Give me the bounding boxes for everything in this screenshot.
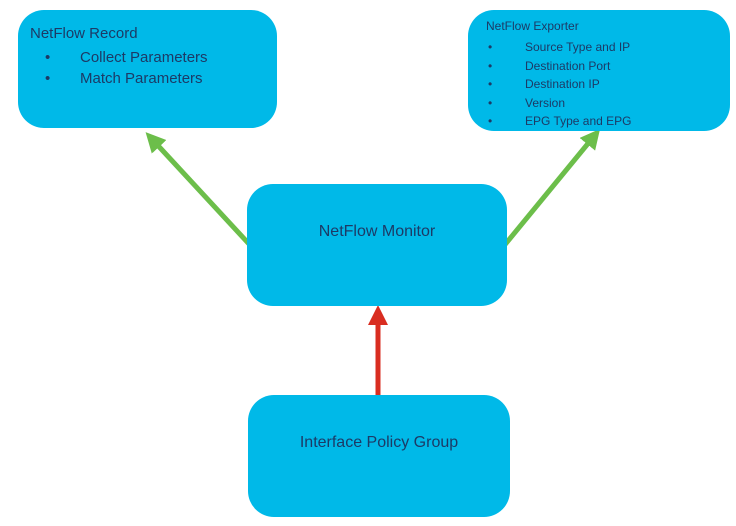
bullet-icon: • [488, 40, 493, 54]
list-item: • Version [486, 94, 724, 113]
netflow-monitor-label: NetFlow Monitor [318, 223, 436, 240]
list-item: • Source Type and IP [486, 38, 724, 57]
netflow-record-title: NetFlow Record [30, 25, 138, 42]
bullet-icon: • [488, 77, 493, 91]
arrow-monitor-to-exporter [492, 128, 601, 260]
interface-policy-group-label: Interface Policy Group [299, 434, 459, 451]
netflow-record-list: • Collect Parameters • Match Parameters [30, 47, 269, 89]
bullet-icon: • [488, 58, 493, 73]
bullet-icon: • [45, 49, 51, 66]
interface-policy-group-box: Interface Policy Group [248, 395, 510, 517]
bullet-icon: • [488, 95, 493, 110]
list-item-label: Source Type and IP [525, 40, 631, 54]
list-item: • Match Parameters [30, 68, 269, 89]
netflow-monitor-box: NetFlow Monitor [247, 184, 507, 306]
list-item: • EPG Type and EPG [486, 112, 724, 131]
arrow-monitor-to-record [145, 132, 264, 260]
netflow-exporter-list: • Source Type and IP • Destination Port … [486, 38, 724, 131]
list-item-label: Destination Port [525, 58, 611, 73]
bullet-icon: • [45, 70, 51, 87]
list-item-label: Destination IP [525, 77, 600, 91]
netflow-exporter-title: NetFlow Exporter [486, 19, 579, 33]
list-item-label: Match Parameters [80, 70, 203, 87]
netflow-record-box: NetFlow Record • Collect Parameters • Ma… [18, 10, 277, 128]
list-item: • Destination Port [486, 57, 724, 76]
netflow-exporter-box: NetFlow Exporter • Source Type and IP • … [468, 10, 730, 131]
list-item-label: Version [525, 95, 566, 110]
list-item-label: EPG Type and EPG [525, 114, 632, 128]
list-item: • Destination IP [486, 75, 724, 94]
bullet-icon: • [488, 114, 493, 128]
list-item: • Collect Parameters [30, 47, 269, 68]
list-item-label: Collect Parameters [80, 49, 208, 66]
